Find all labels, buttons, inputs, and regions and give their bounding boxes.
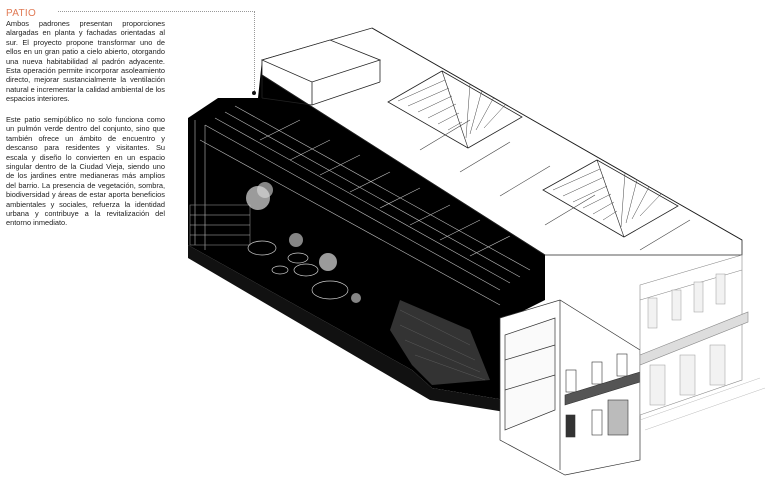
paved-courtyard [390,300,490,385]
description-paragraph-2: Este patio semipúblico no solo funciona … [6,115,165,228]
facade-windows-left [564,353,641,438]
leader-line-vertical [254,11,255,93]
garden-planters [247,240,349,300]
trees [246,182,361,303]
skylight-1 [387,70,523,149]
leader-line-horizontal [58,11,255,12]
skylight-2 [542,159,679,238]
leader-dot [252,91,256,95]
facade-windows-right [647,273,726,406]
structure-lines [189,105,531,306]
sidewalk [639,377,766,431]
patio-section-black [188,60,545,412]
roof-divisions [419,119,691,251]
section-title: PATIO [6,8,37,19]
paving-grid [399,309,486,381]
description-paragraph-1: Ambos padrones presentan proporciones al… [6,19,165,104]
